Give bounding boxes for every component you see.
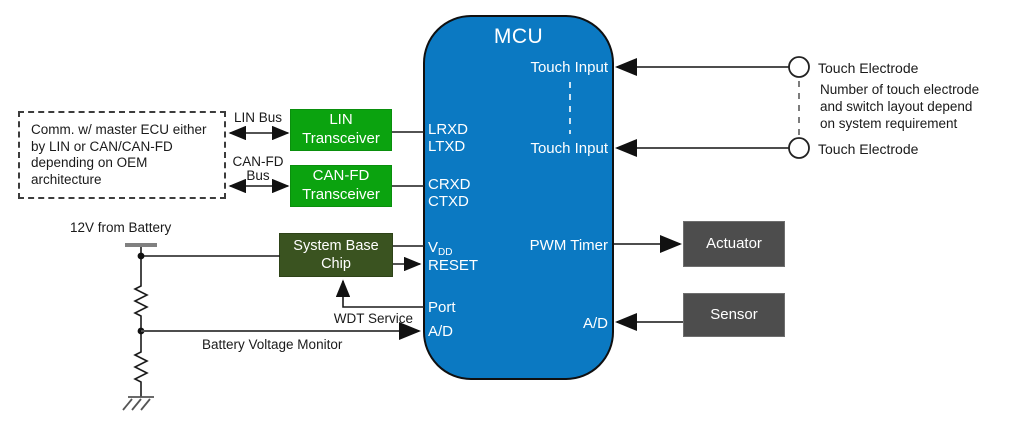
sensor-label: Sensor <box>710 305 758 323</box>
actuator-block: Actuator <box>683 221 785 267</box>
touch-electrode-label-bottom: Touch Electrode <box>818 141 919 157</box>
sbc-label-line1: System Base <box>293 237 379 254</box>
pin-crxd: CRXD <box>428 176 471 193</box>
lin-transceiver-label-line1: LIN <box>329 111 353 129</box>
system-base-chip-block: System Base Chip <box>279 233 393 277</box>
comm-note-line4: architecture <box>31 171 102 187</box>
ground-symbol <box>122 396 154 411</box>
canfd-bus-label-line1: CAN-FD <box>232 154 284 169</box>
resistor-1 <box>133 283 149 319</box>
lin-transceiver-block: LIN Transceiver <box>290 109 392 151</box>
battery-source-label: 12V from Battery <box>70 220 172 235</box>
touch-note-line2: and switch layout depend <box>820 99 973 114</box>
junction-dot-1 <box>137 252 145 260</box>
pin-reset: RESET <box>428 257 479 274</box>
junction-dot-2 <box>137 327 145 335</box>
pin-port: Port <box>428 299 456 316</box>
pin-vdd-subscript: DD <box>438 247 453 258</box>
canfd-transceiver-block: CAN-FD Transceiver <box>290 165 392 207</box>
comm-note-box: Comm. w/ master ECU either by LIN or CAN… <box>18 111 226 199</box>
comm-note-line2: by LIN or CAN/CAN-FD <box>31 138 173 154</box>
lin-bus-label: LIN Bus <box>233 110 283 125</box>
wdt-service-arrow <box>335 279 424 308</box>
pin-vdd-base: V <box>428 239 439 256</box>
canfd-bus-label-line2: Bus <box>246 168 270 183</box>
pin-touch-input-top: Touch Input <box>530 59 608 76</box>
battery-terminal-bar <box>125 243 157 247</box>
pin-ltxd: LTXD <box>428 138 466 155</box>
sensor-block: Sensor <box>683 293 785 337</box>
comm-note-line3: depending on OEM <box>31 155 148 170</box>
canfd-transceiver-label-line1: CAN-FD <box>312 167 370 185</box>
touch-note: Number of touch electrode and switch lay… <box>820 81 979 132</box>
touch-note-line1: Number of touch electrode <box>820 82 980 97</box>
pin-adc-left: A/D <box>428 323 454 340</box>
touch-electrode-circle-bottom <box>788 137 810 159</box>
pin-lrxd: LRXD <box>428 121 469 138</box>
mcu-title: MCU <box>493 25 544 48</box>
lin-transceiver-label-line2: Transceiver <box>302 130 380 147</box>
touch-electrode-label-top: Touch Electrode <box>818 60 919 76</box>
sbc-label-line2: Chip <box>321 256 351 272</box>
pin-touch-input-bottom: Touch Input <box>530 140 608 157</box>
resistor-2 <box>133 349 149 385</box>
touch-note-line3: on system requirement <box>820 116 958 131</box>
pin-pwm-timer: PWM Timer <box>529 237 608 254</box>
mcu-block <box>423 15 614 380</box>
pin-adc-right: A/D <box>582 315 608 332</box>
actuator-label: Actuator <box>706 234 762 252</box>
canfd-transceiver-label-line2: Transceiver <box>302 186 380 203</box>
battery-voltage-monitor-label: Battery Voltage Monitor <box>202 337 343 352</box>
pin-ctxd: CTXD <box>428 193 469 210</box>
wdt-service-label: WDT Service <box>333 311 413 326</box>
comm-note-line1: Comm. w/ master ECU either <box>31 122 207 137</box>
pin-vdd: VDD <box>428 239 452 258</box>
touch-electrode-circle-top <box>788 56 810 78</box>
